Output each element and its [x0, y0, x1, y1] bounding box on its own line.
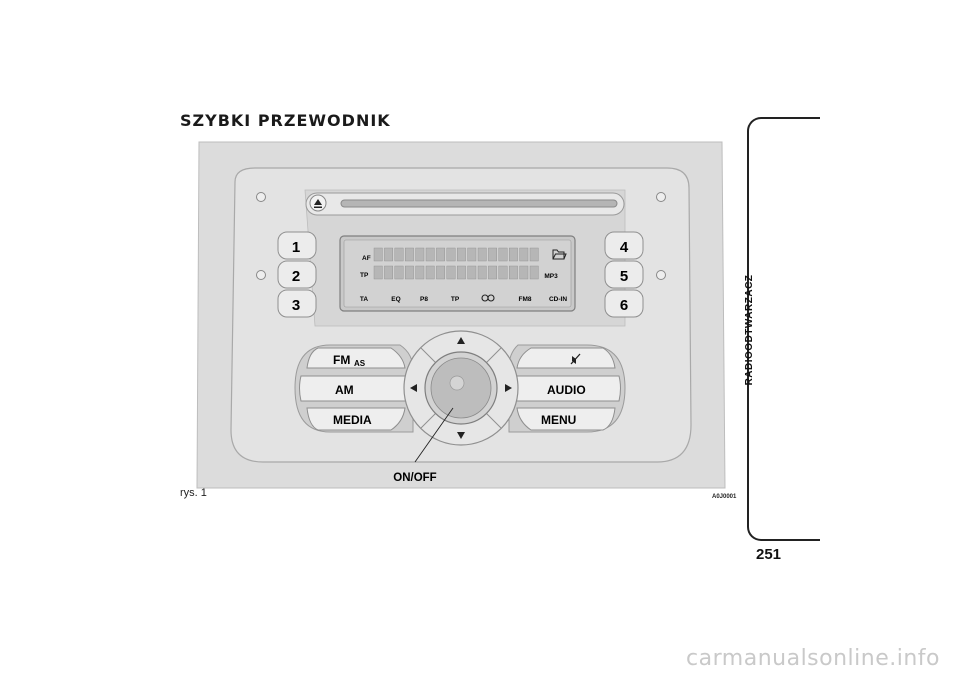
preset-label: 5 [620, 268, 628, 285]
lcd-char-cell [509, 265, 518, 280]
lcd-char-cell [509, 247, 518, 262]
lcd-char-cell [488, 265, 497, 280]
figure-code: A0J0001 [712, 494, 737, 500]
lcd-char-cell [519, 265, 529, 280]
display-indicator-mp3: MP3 [544, 273, 558, 280]
navigation-ring [403, 330, 519, 446]
screw-hole [256, 270, 266, 280]
lcd-char-cell [498, 247, 508, 262]
media-button[interactable] [306, 407, 406, 431]
arrow-left-icon[interactable] [410, 384, 417, 392]
radio-figure: 1 2 3 4 5 6 AF TP MP3 TA EQ P8 TP FM8 CD… [195, 140, 727, 490]
media-label: MEDIA [333, 413, 372, 427]
screw-hole [656, 192, 666, 202]
preset-label: 1 [292, 239, 300, 256]
watermark: carmanualsonline.info [686, 646, 940, 671]
preset-buttons-right: 4 5 6 [604, 231, 644, 318]
arrow-up-icon[interactable] [457, 337, 465, 344]
mute-button[interactable] [516, 347, 616, 369]
eject-button[interactable] [309, 194, 327, 212]
lcd-char-cell [425, 247, 435, 262]
on-off-callout: ON/OFF [393, 472, 436, 484]
preset-button-1[interactable] [277, 231, 317, 260]
display-indicator-tp: TP [360, 272, 369, 279]
lcd-char-cell [394, 265, 404, 280]
mute-icon [570, 353, 581, 365]
display-indicator-tp-bottom: TP [451, 296, 460, 303]
lcd-char-cell [488, 247, 497, 262]
lcd-char-cell [446, 247, 456, 262]
lcd-char-cell [436, 265, 445, 280]
fm-subscript: AS [354, 359, 366, 368]
display-indicator-eq: EQ [391, 296, 400, 303]
fm-label: FM [333, 353, 350, 367]
lcd-char-cell [404, 265, 414, 280]
lcd-char-cell [457, 247, 466, 262]
preset-label: 3 [292, 297, 300, 314]
menu-button[interactable] [516, 407, 616, 431]
display-indicator-ta: TA [360, 296, 368, 303]
folder-icon [552, 249, 567, 260]
preset-buttons-left: 1 2 3 [277, 231, 317, 318]
eject-icon [314, 199, 322, 205]
lcd-char-cell [477, 247, 487, 262]
lcd-char-cell [373, 247, 383, 262]
radio-illustration: 1 2 3 4 5 6 AF TP MP3 TA EQ P8 TP FM8 CD… [196, 141, 726, 489]
lcd-char-cell [519, 247, 529, 262]
lcd-char-cell [384, 265, 393, 280]
figure-caption: rys. 1 [180, 487, 207, 499]
dot-matrix [373, 247, 539, 280]
lcd-char-cell [467, 265, 477, 280]
callout-line [414, 407, 454, 463]
lcd-char-cell [446, 265, 456, 280]
lcd-char-cell [394, 247, 404, 262]
lcd-char-cell [373, 265, 383, 280]
fm-button[interactable] [306, 347, 406, 369]
lcd-char-cell [529, 265, 539, 280]
lcd-display: AF TP MP3 TA EQ P8 TP FM8 CD-IN [339, 235, 576, 312]
lcd-char-cell [425, 265, 435, 280]
preset-label: 6 [620, 297, 628, 314]
menu-label: MENU [541, 413, 576, 427]
am-label: AM [335, 383, 354, 397]
lcd-char-cell [436, 247, 445, 262]
infinity-icon [481, 294, 495, 302]
preset-button-4[interactable] [604, 231, 644, 260]
lcd-char-cell [467, 247, 477, 262]
lcd-char-cell [415, 265, 425, 280]
page-number: 251 [756, 546, 782, 563]
screw-hole [256, 192, 266, 202]
left-button-cluster: FM AS AM MEDIA [294, 344, 414, 433]
preset-button-6[interactable] [604, 289, 644, 318]
preset-button-3[interactable] [277, 289, 317, 318]
lcd-char-cell [415, 247, 425, 262]
am-button[interactable] [299, 375, 409, 402]
display-indicator-af: AF [362, 255, 371, 262]
cd-slot [340, 199, 618, 208]
display-indicator-fm8: FM8 [519, 296, 532, 303]
display-indicator-p8: P8 [420, 296, 428, 303]
lcd-char-cell [457, 265, 466, 280]
arrow-down-icon[interactable] [457, 432, 465, 439]
section-tab [747, 117, 820, 541]
section-tab-label: RADIOODTWARZACZ [744, 274, 755, 386]
lcd-char-cell [529, 247, 539, 262]
right-button-cluster: AUDIO MENU [508, 344, 626, 433]
lcd-char-cell [477, 265, 487, 280]
lcd-char-cell [498, 265, 508, 280]
display-indicator-cdin: CD-IN [549, 296, 567, 303]
arrow-right-icon[interactable] [505, 384, 512, 392]
lcd-char-cell [404, 247, 414, 262]
preset-label: 2 [292, 268, 300, 285]
preset-label: 4 [620, 239, 629, 256]
screw-hole [656, 270, 666, 280]
page-title: SZYBKI PRZEWODNIK [180, 111, 391, 130]
preset-button-2[interactable] [277, 260, 317, 289]
preset-button-5[interactable] [604, 260, 644, 289]
audio-label: AUDIO [547, 383, 586, 397]
lcd-char-cell [384, 247, 393, 262]
